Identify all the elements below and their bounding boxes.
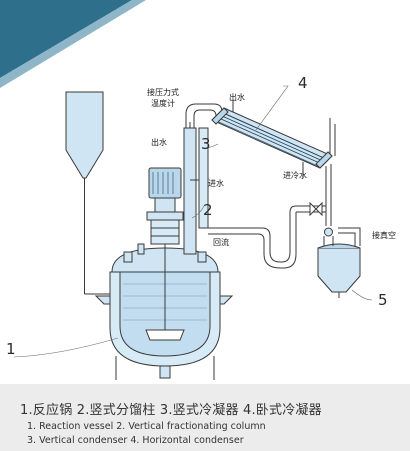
pressure-gauge-label-1: 接压力式 — [147, 87, 179, 97]
callout-5: 5 — [378, 291, 388, 309]
caption-english-line-2: 3. Vertical condenser 4. Horizontal cond… — [27, 435, 244, 446]
caption-bar: 1.反应锅 2.竖式分馏柱 3.竖式冷凝器 4.卧式冷凝器 1. Reactio… — [0, 384, 410, 451]
process-diagram: 接压力式 温度计 出水 出水 进水 进冷水 回流 接真空 1 2 3 4 5 — [0, 0, 396, 380]
corner-accent-shadow — [0, 0, 146, 88]
valve-icon — [309, 201, 323, 217]
water-out-top-label: 出水 — [229, 92, 245, 102]
callout-2: 2 — [203, 201, 213, 219]
vacuum-label: 接真空 — [372, 230, 396, 240]
cooling-water-in-label: 进冷水 — [283, 170, 307, 180]
reflux-line — [208, 212, 297, 269]
fractionating-column — [183, 122, 197, 255]
vacuum-line — [338, 227, 361, 246]
receiver-tank — [317, 236, 361, 298]
agitator-motor — [146, 167, 184, 245]
water-in-label: 进水 — [208, 178, 224, 188]
vapor-pipe — [185, 103, 223, 128]
callout-1: 1 — [6, 340, 16, 358]
vertical-condenser — [190, 127, 209, 229]
callout-4: 4 — [298, 74, 308, 92]
callout-3: 3 — [201, 135, 211, 153]
feed-hopper — [65, 91, 112, 295]
cooling-water-pipes — [232, 100, 336, 178]
leader-lines — [13, 85, 373, 358]
reaction-vessel — [94, 200, 234, 380]
pressure-gauge-label-2: 温度计 — [151, 98, 175, 108]
receiver-valve-icon — [324, 227, 333, 237]
water-out-left-label: 出水 — [151, 137, 167, 147]
horizontal-condenser — [211, 107, 333, 169]
caption-english-line-1: 1. Reaction vessel 2. Vertical fractiona… — [27, 421, 266, 432]
caption-chinese: 1.反应锅 2.竖式分馏柱 3.竖式冷凝器 4.卧式冷凝器 — [20, 403, 322, 418]
reflux-label: 回流 — [213, 237, 229, 247]
